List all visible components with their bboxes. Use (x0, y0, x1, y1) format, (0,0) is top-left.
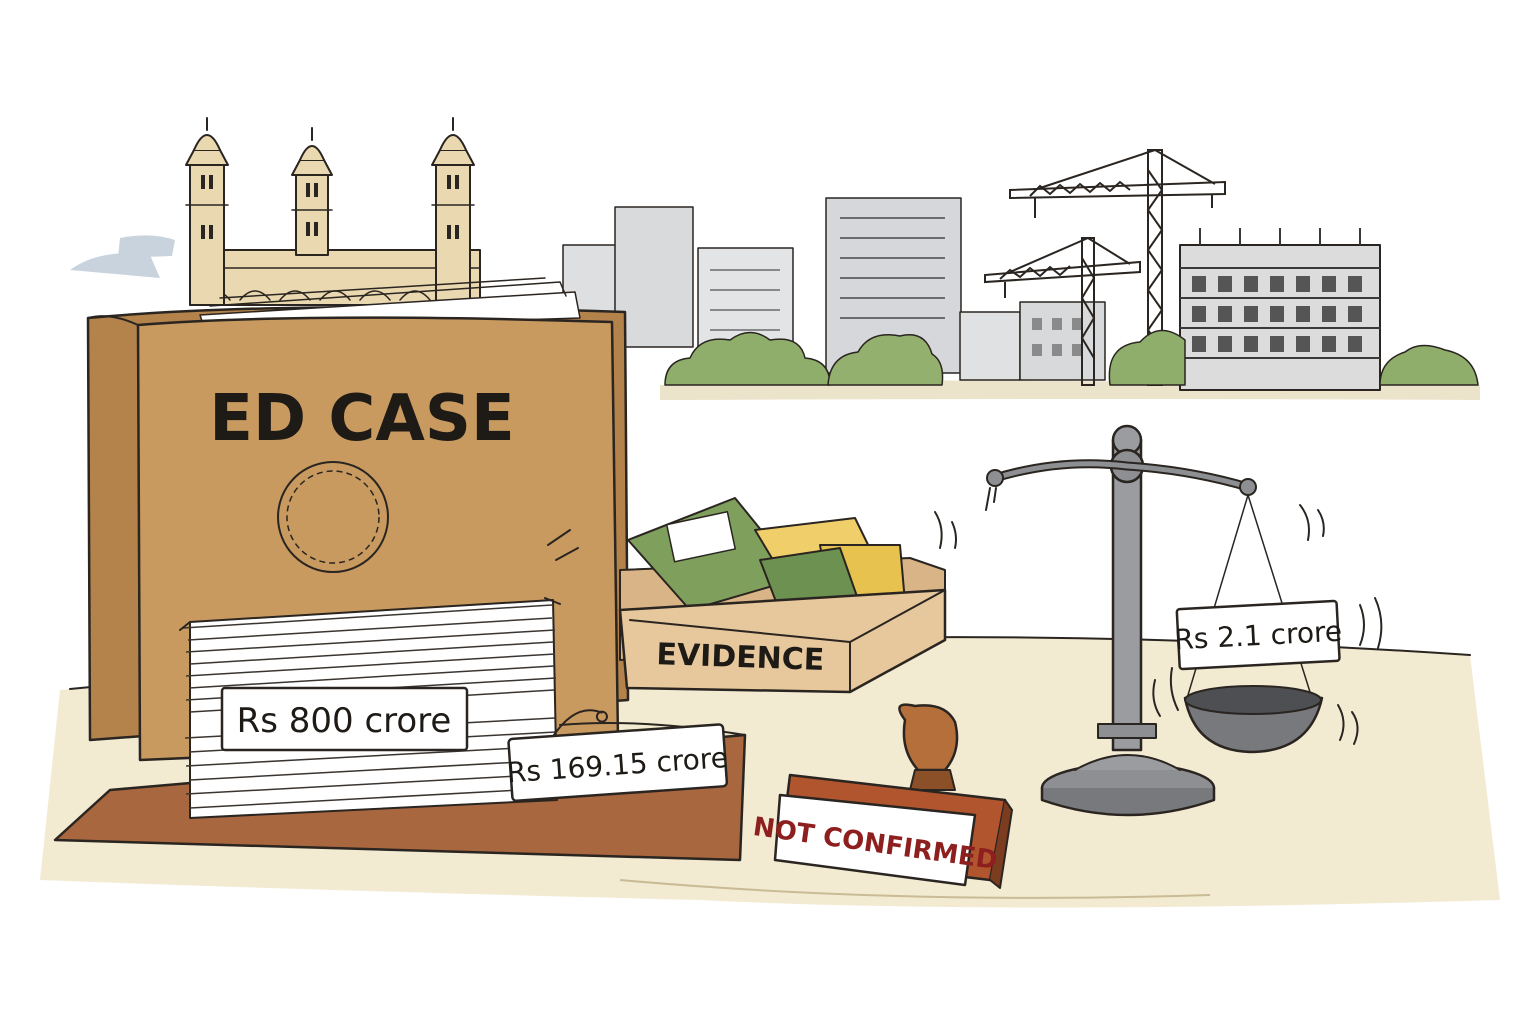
construction-crane-icon (984, 149, 1226, 386)
balance-scale-icon: Rs 2.1 crore (934, 424, 1383, 817)
price-tag: Rs 169.15 crore (506, 709, 729, 803)
paper-stack-icon: Rs 800 crore (179, 597, 561, 819)
charminar-icon (70, 117, 481, 306)
greenery (664, 329, 1479, 386)
evidence-label: EVIDENCE (656, 637, 825, 678)
evidence-box-icon: EVIDENCE (618, 497, 947, 694)
paper-stack-label: Rs 800 crore (237, 701, 452, 741)
rubber-stamp-icon: NOT CONFIRMED (751, 703, 1013, 889)
folder-title: ED CASE (209, 382, 514, 456)
